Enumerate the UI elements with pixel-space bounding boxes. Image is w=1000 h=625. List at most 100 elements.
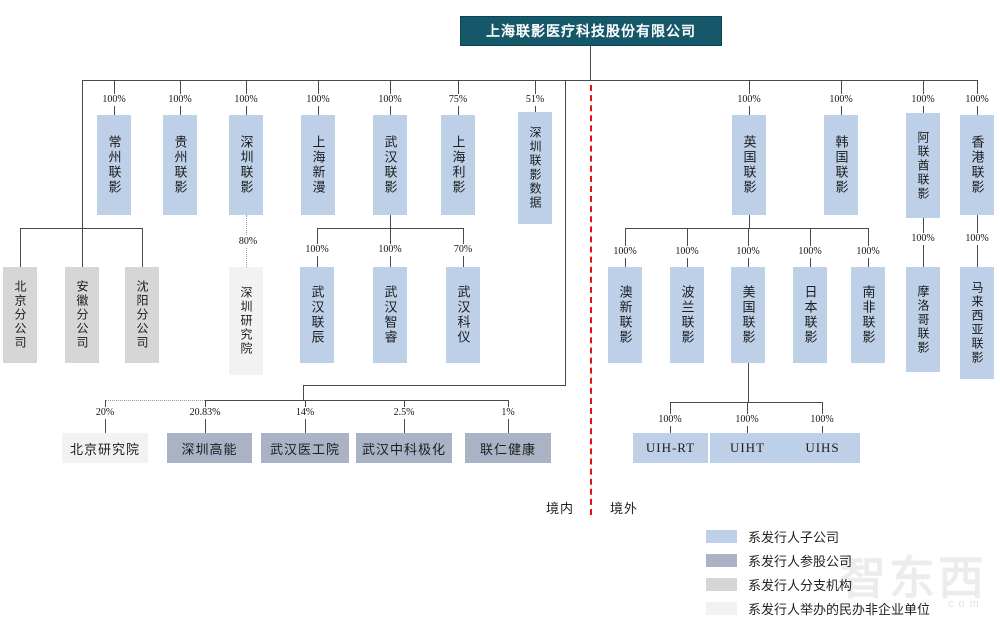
connector-line: [390, 215, 391, 228]
ownership-pct: 100%: [963, 94, 991, 106]
org-node-label: 美国联影: [740, 285, 756, 345]
ownership-pct: 100%: [166, 94, 194, 106]
org-node-label: 武汉联辰: [309, 285, 325, 345]
org-node-subsidiary: 武汉联辰: [300, 267, 334, 363]
ownership-pct: 75%: [446, 94, 470, 106]
legend-swatch-participation: [706, 554, 737, 567]
legend-swatch-private-non-enterprise: [706, 602, 737, 615]
org-node-label: 深圳联影数据: [528, 126, 542, 210]
ownership-pct: 100%: [100, 94, 128, 106]
connector-line: [749, 215, 750, 228]
org-node-subsidiary: 香港联影: [960, 115, 994, 215]
region-label-domestic: 境内: [546, 501, 575, 516]
org-node-label: 英国联影: [741, 135, 757, 195]
ownership-pct: 14%: [293, 407, 317, 419]
dotted-connector-line: [105, 400, 205, 401]
org-node-branch: 北京分公司: [3, 267, 37, 363]
connector-line: [303, 385, 566, 386]
legend-item-subsidiary: 系发行人子公司: [706, 527, 839, 546]
legend-swatch-branch: [706, 578, 737, 591]
org-node-subsidiary: 波兰联影: [670, 267, 704, 363]
org-node-label: 深圳联影: [238, 135, 254, 195]
connector-line: [82, 80, 83, 228]
org-node-subsidiary: 常州联影: [97, 115, 131, 215]
org-node-label: UIHS: [805, 440, 840, 455]
org-node-subsidiary: 贵州联影: [163, 115, 197, 215]
org-node-subsidiary: 上海利影: [441, 115, 475, 215]
org-node-label: 日本联影: [802, 285, 818, 345]
org-node-label: 香港联影: [969, 135, 985, 195]
org-node-subsidiary: 武汉联影: [373, 115, 407, 215]
org-node-label: 沈阳分公司: [135, 280, 149, 350]
connector-line: [82, 80, 977, 81]
org-node-label: 贵州联影: [172, 135, 188, 195]
org-node-subsidiary: 马来西亚联影: [960, 267, 994, 379]
ownership-pct: 100%: [735, 94, 763, 106]
ownership-pct: 100%: [673, 246, 701, 258]
watermark-suffix: com: [948, 598, 984, 610]
ownership-pct: 20%: [93, 407, 117, 419]
org-node-subsidiary: 摩洛哥联影: [906, 267, 940, 372]
org-node-label: 深圳高能: [181, 441, 238, 457]
org-node-subsidiary: 武汉科仪: [446, 267, 480, 363]
legend-item-participation: 系发行人参股公司: [706, 551, 852, 570]
legend-label: 系发行人分支机构: [748, 578, 853, 593]
org-node-participation: 联仁健康: [465, 433, 551, 463]
ownership-pct: 100%: [733, 414, 761, 426]
org-node-label: 南非联影: [860, 285, 876, 345]
org-node-subsidiary: 日本联影: [793, 267, 827, 363]
org-node-label: UIH-RT: [645, 440, 696, 455]
connector-line: [20, 228, 21, 267]
ownership-pct: 80%: [236, 236, 260, 248]
ownership-pct: 20.83%: [187, 407, 223, 419]
ownership-pct: 51%: [523, 94, 547, 106]
org-node-label: 北京分公司: [13, 280, 27, 350]
org-node-subsidiary: 阿联酋联影: [906, 113, 940, 218]
org-node-subsidiary: 上海新漫: [301, 115, 335, 215]
org-node-branch: 安徽分公司: [65, 267, 99, 363]
org-node-label: 常州联影: [106, 135, 122, 195]
connector-line: [625, 228, 868, 229]
connector-line: [565, 80, 566, 385]
ownership-pct: 2.5%: [391, 407, 417, 419]
org-node-subsidiary: 南非联影: [851, 267, 885, 363]
org-node-label: 波兰联影: [679, 285, 695, 345]
region-label-overseas: 境外: [610, 501, 639, 516]
legend-label: 系发行人子公司: [748, 530, 840, 545]
org-node-label: 马来西亚联影: [970, 281, 984, 365]
legend-item-private-non-enterprise: 系发行人举办的民办非企业单位: [706, 599, 930, 618]
ownership-pct: 100%: [376, 94, 404, 106]
root-company-box: 上海联影医疗科技股份有限公司: [460, 16, 722, 46]
org-node-label: 上海利影: [450, 135, 466, 195]
org-node-label: 联仁健康: [479, 441, 536, 457]
org-node-subsidiary: UIHT: [710, 433, 785, 463]
org-node-label: 阿联酋联影: [916, 130, 930, 201]
org-node-label: 武汉智睿: [382, 285, 398, 345]
ownership-pct: 100%: [808, 414, 836, 426]
org-node-subsidiary: 韩国联影: [824, 115, 858, 215]
connector-line: [590, 44, 591, 80]
org-node-private-institute: 北京研究院: [62, 433, 148, 463]
ownership-pct: 100%: [232, 94, 260, 106]
ownership-pct: 100%: [909, 233, 937, 245]
ownership-pct: 100%: [304, 94, 332, 106]
org-node-subsidiary: 英国联影: [732, 115, 766, 215]
ownership-pct: 100%: [909, 94, 937, 106]
connector-line: [748, 363, 749, 402]
org-node-subsidiary: 武汉智睿: [373, 267, 407, 363]
org-node-label: UIHT: [729, 440, 766, 455]
org-node-label: 武汉联影: [382, 135, 398, 195]
ownership-pct: 100%: [611, 246, 639, 258]
connector-line: [142, 228, 143, 267]
org-node-participation: 武汉医工院: [261, 433, 349, 463]
connector-line: [20, 228, 142, 229]
ownership-pct: 100%: [303, 244, 331, 256]
connector-line: [670, 402, 822, 403]
org-node-subsidiary: 深圳联影: [229, 115, 263, 215]
org-node-label: 深圳研究院: [239, 286, 253, 356]
org-node-label: 北京研究院: [69, 441, 140, 457]
org-node-subsidiary: 美国联影: [731, 267, 765, 363]
ownership-pct: 100%: [734, 246, 762, 258]
org-node-subsidiary: 深圳联影数据: [518, 112, 552, 224]
org-node-subsidiary: 澳新联影: [608, 267, 642, 363]
